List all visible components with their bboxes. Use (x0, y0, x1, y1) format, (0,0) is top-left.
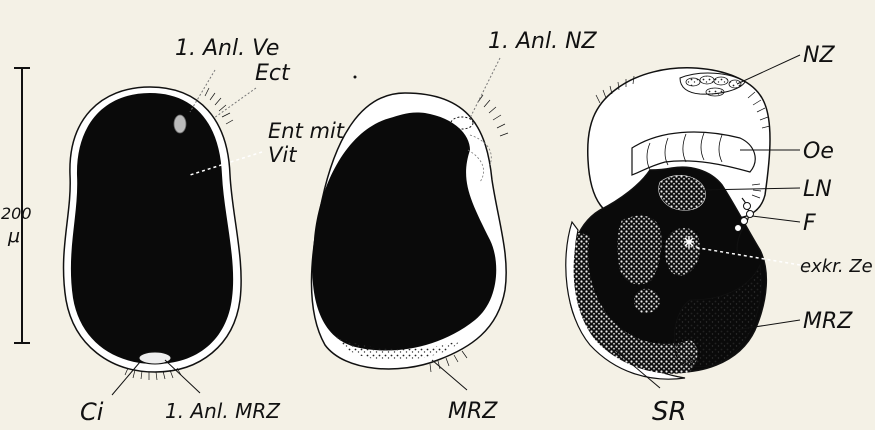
label-oe: Oe (803, 139, 834, 164)
scale-bar-unit: μ (7, 225, 20, 247)
label-sr: SR (652, 397, 687, 427)
label-exkr-ze: exkr. Ze (800, 256, 873, 277)
label-ent-line2: Vit (268, 143, 297, 167)
label-ln: LN (803, 177, 832, 202)
label-mrz-middle: MRZ (448, 399, 498, 424)
label-nz: NZ (803, 43, 835, 68)
label-anl-mrz: 1. Anl. MRZ (165, 399, 281, 423)
scale-bar: 200 μ (1, 68, 32, 343)
embryo-3 (566, 68, 770, 379)
speck (354, 76, 357, 79)
label-mrz-right: MRZ (803, 309, 853, 334)
embryo-1-mrz-anlage (139, 352, 171, 364)
scale-bar-value: 200 (1, 204, 32, 223)
label-anl-ve: 1. Anl. Ve (175, 36, 279, 61)
label-f: F (803, 211, 816, 236)
label-anl-nz: 1. Anl. NZ (488, 29, 598, 54)
leader-ect (214, 88, 256, 118)
label-ent-line1: Ent mit (268, 119, 345, 143)
leader-anl-nz (470, 58, 500, 118)
embryo-1-velum-anlage (174, 115, 186, 133)
embryo-1 (64, 87, 242, 380)
embryo-1-entoderm (71, 93, 233, 364)
leader-f (752, 216, 800, 222)
leader-nz (737, 55, 800, 84)
label-ci: Ci (80, 398, 104, 426)
leader-mrz-middle (432, 360, 467, 390)
embryo-3-excretory-cell (684, 236, 694, 248)
label-ect: Ect (255, 61, 291, 86)
